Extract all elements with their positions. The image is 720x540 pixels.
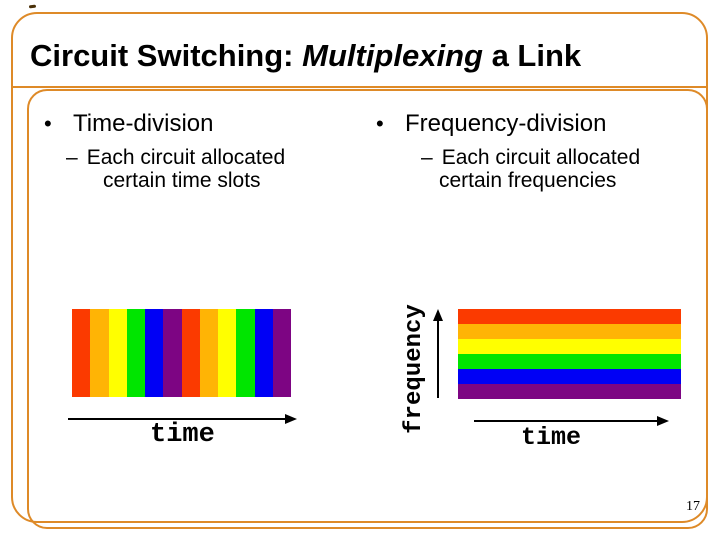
- stripe-red: [72, 309, 91, 397]
- title-suffix: a Link: [482, 38, 582, 73]
- subbullet-frequency-line2: certain frequencies: [439, 169, 616, 193]
- stripe-yellow: [458, 339, 681, 354]
- stripe-blue: [145, 309, 164, 397]
- bullet-time-division: • Time-division: [44, 110, 213, 138]
- dash-icon: –: [421, 146, 433, 169]
- frequency-division-stripes: [458, 309, 681, 399]
- bullet-label: Time-division: [73, 110, 214, 137]
- title-prefix: Circuit Switching:: [30, 38, 303, 73]
- time-axis-label: time: [150, 420, 215, 450]
- subbullet-text: certain time slots: [103, 169, 261, 192]
- title-emphasis: Multiplexing: [302, 38, 483, 73]
- subbullet-text: certain frequencies: [439, 169, 617, 192]
- bullet-label: Frequency-division: [405, 110, 607, 137]
- subbullet-frequency-line1: –Each circuit allocated: [421, 146, 640, 170]
- screenshot-artifact: [28, 4, 37, 9]
- stripe-orange: [90, 309, 109, 397]
- stripe-green: [126, 309, 145, 397]
- page-title: Circuit Switching: Multiplexing a Link: [30, 38, 690, 74]
- stripe-green: [236, 309, 255, 397]
- frequency-axis-arrow: [433, 309, 443, 398]
- page-number: 17: [686, 499, 700, 514]
- subbullet-text: Each circuit allocated: [86, 146, 286, 169]
- stripe-blue: [458, 369, 681, 384]
- subbullet-time-line1: –Each circuit allocated: [66, 146, 285, 170]
- stripe-purple: [163, 309, 182, 397]
- stripe-yellow: [108, 309, 127, 397]
- stripe-red: [458, 309, 681, 324]
- bullet-icon: •: [376, 111, 384, 136]
- time-axis-label-right: time: [521, 423, 582, 452]
- time-axis-arrow: [68, 414, 297, 424]
- body-frame: [27, 89, 708, 529]
- stripe-blue: [254, 309, 273, 397]
- subbullet-text: Each circuit allocated: [441, 146, 641, 169]
- dash-icon: –: [66, 146, 78, 169]
- time-axis-arrow-right: [474, 416, 669, 426]
- bullet-frequency-division: • Frequency-division: [376, 110, 606, 138]
- stripe-green: [458, 354, 681, 369]
- stripe-yellow: [218, 309, 237, 397]
- stripe-purple: [458, 384, 681, 399]
- title-divider-line: [11, 86, 708, 88]
- stripe-purple: [272, 309, 291, 397]
- stripe-orange: [458, 324, 681, 339]
- subbullet-time-line2: certain time slots: [103, 169, 261, 193]
- bullet-icon: •: [44, 111, 52, 136]
- frequency-axis-label: frequency: [401, 304, 428, 434]
- stripe-orange: [199, 309, 218, 397]
- time-division-stripes: [72, 309, 291, 397]
- stripe-red: [181, 309, 200, 397]
